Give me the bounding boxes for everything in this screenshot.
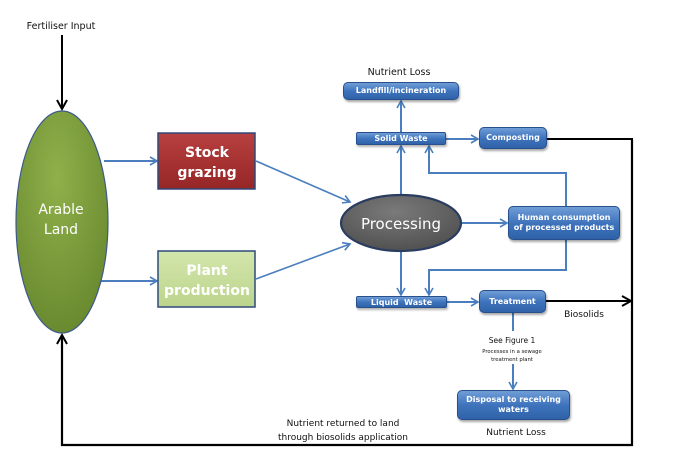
- stock-grazing-label-1: Stock: [185, 145, 230, 161]
- plant-production-label-2: production: [164, 283, 250, 299]
- composting-label: Composting: [486, 133, 540, 142]
- solid-waste-label: Solid Waste: [374, 134, 428, 143]
- solid-waste-node: Solid Waste: [356, 132, 446, 145]
- see-figure-label: See Figure 1: [489, 336, 536, 345]
- stock-grazing-node: [157, 132, 256, 190]
- arable-land-label-2: Land: [44, 222, 78, 238]
- nutrient-loss-top-label: Nutrient Loss: [368, 67, 431, 78]
- human-consumption-label-1: Human consumption: [517, 213, 611, 222]
- human-consumption-node: Human consumption of processed products: [508, 206, 620, 240]
- disposal-label-1: Disposal to receiving: [466, 395, 561, 404]
- human-consumption-label-2: of processed products: [513, 223, 615, 232]
- disposal-node: Disposal to receiving waters: [457, 390, 570, 420]
- plant-production-label-1: Plant: [186, 263, 227, 279]
- treatment-node: Treatment: [479, 290, 546, 313]
- biosolids-label: Biosolids: [564, 310, 604, 320]
- liquid-waste-label: Liquid Waste: [370, 297, 433, 307]
- fertiliser-input-label: Fertiliser Input: [27, 21, 96, 32]
- stock-to-processing-arrow: [255, 160, 352, 204]
- liquid-waste-node: Liquid Waste: [356, 296, 447, 308]
- landfill-label: Landfill/incineration: [355, 86, 447, 95]
- returned-label-2: through biosolids application: [278, 433, 408, 443]
- see-figure-sub-2: treatment plant: [491, 357, 533, 363]
- arable-land-node: [15, 110, 109, 334]
- processing-node: [339, 193, 463, 253]
- nutrient-loss-bottom-label: Nutrient Loss: [486, 428, 546, 438]
- treatment-label: Treatment: [489, 296, 536, 306]
- plant-production-node: [157, 250, 256, 308]
- processing-label: Processing: [361, 215, 441, 233]
- stock-grazing-label-2: grazing: [177, 165, 236, 181]
- disposal-label-2: waters: [498, 405, 529, 414]
- human-to-solid-arrow: [424, 144, 567, 206]
- composting-node: Composting: [479, 127, 547, 149]
- arable-land-label-1: Arable: [38, 202, 83, 218]
- landfill-incineration-node: Landfill/incineration: [343, 82, 459, 100]
- human-to-liquid-arrow: [424, 240, 567, 297]
- biosolids-return-line: [62, 139, 634, 447]
- returned-label-1: Nutrient returned to land: [287, 419, 400, 429]
- plant-to-processing-arrow: [255, 241, 352, 280]
- see-figure-sub-1: Processes in a sewage: [482, 349, 541, 355]
